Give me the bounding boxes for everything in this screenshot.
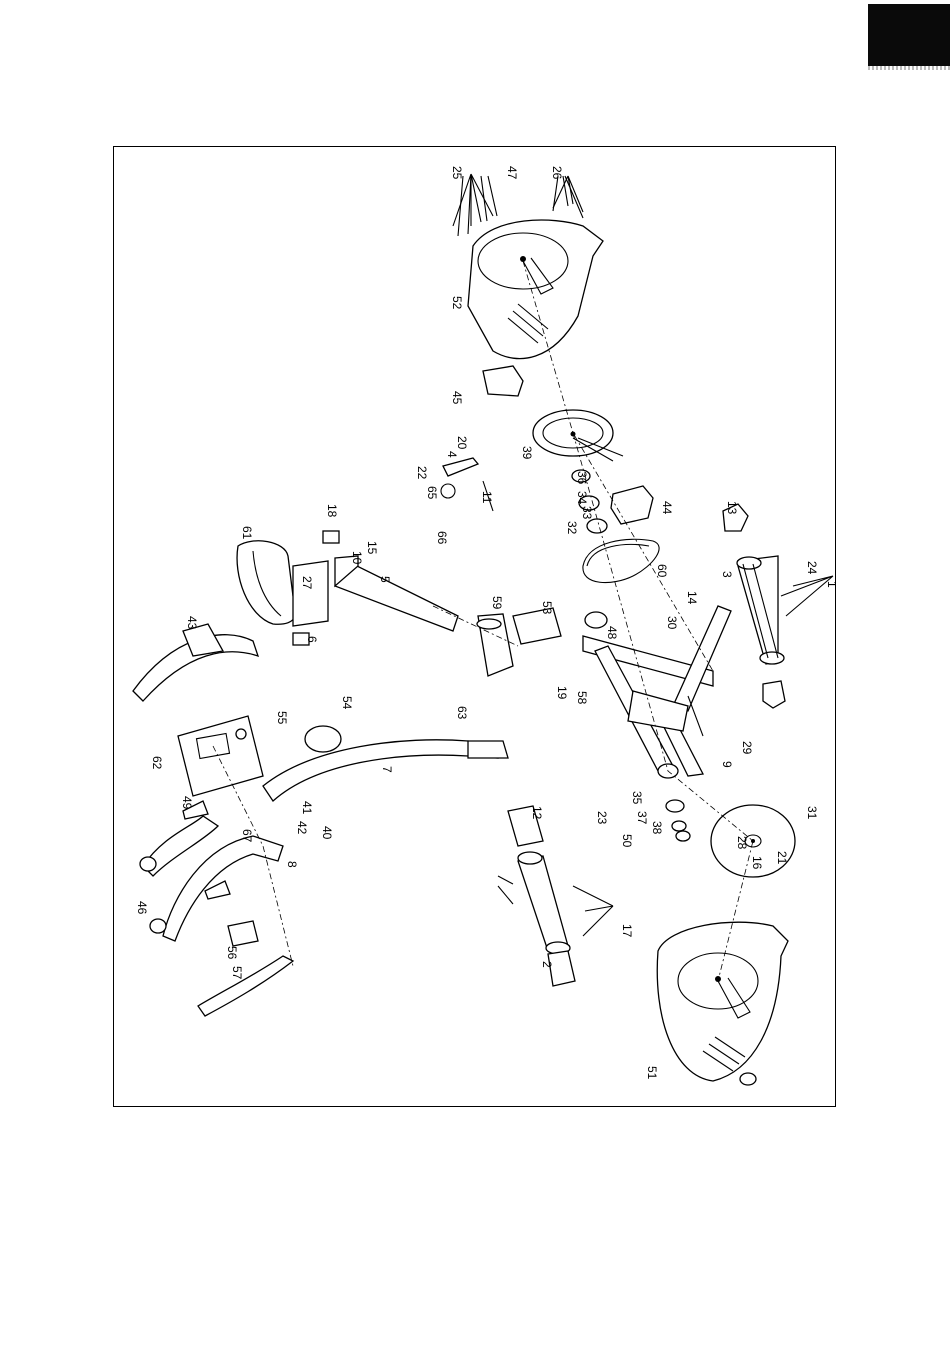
callout-37: 37 [635, 811, 649, 825]
callout-63: 63 [455, 706, 469, 720]
callout-20: 20 [455, 436, 469, 450]
callout-23: 23 [595, 811, 609, 825]
callout-43: 43 [185, 616, 199, 630]
callout-6: 6 [305, 636, 319, 643]
front-stabilizer [737, 556, 784, 664]
callout-21: 21 [775, 851, 789, 865]
washer-37 [672, 821, 686, 831]
callout-58: 58 [575, 691, 589, 705]
callout-48: 48 [605, 626, 619, 640]
seat-post [335, 556, 458, 631]
washer-38 [676, 831, 690, 841]
callout-38: 38 [650, 821, 664, 835]
seat-slider [293, 561, 328, 626]
end-cap-bottom [763, 681, 785, 708]
callout-2: 2 [540, 961, 554, 968]
callout-56: 56 [225, 946, 239, 960]
end-cap-46-a [140, 857, 156, 871]
callout-52: 52 [450, 296, 464, 310]
callout-54: 54 [340, 696, 354, 710]
callout-33: 33 [580, 506, 594, 520]
section-tab [868, 4, 950, 68]
callout-53: 53 [540, 601, 554, 615]
callout-27: 27 [300, 576, 314, 590]
callout-28: 28 [735, 836, 749, 850]
callout-50: 50 [620, 834, 634, 848]
end-cap-12-bottom [548, 951, 575, 986]
callout-26: 26 [550, 166, 564, 180]
callout-5: 5 [378, 576, 392, 583]
callout-10: 10 [350, 551, 364, 565]
callout-60: 60 [655, 564, 669, 578]
callout-46: 46 [135, 901, 149, 915]
lower-handlebar [198, 956, 293, 1016]
exploded-parts-diagram: 1234567891011121314151617181920212223242… [113, 146, 836, 1107]
callout-36: 36 [575, 471, 589, 485]
callout-12: 12 [530, 806, 544, 820]
callout-11: 11 [480, 491, 494, 504]
callout-67: 67 [240, 829, 254, 843]
callout-3: 3 [720, 571, 734, 578]
callout-39: 39 [520, 446, 534, 460]
callout-62: 62 [150, 756, 164, 770]
callout-18: 18 [325, 504, 339, 518]
callout-17: 17 [620, 924, 634, 938]
callout-15: 15 [365, 541, 379, 555]
callout-40: 40 [320, 826, 334, 840]
callout-66: 66 [435, 531, 449, 545]
seat [237, 541, 297, 624]
callout-4: 4 [445, 451, 459, 458]
computer [178, 716, 263, 796]
callout-14: 14 [685, 591, 699, 605]
callout-9: 9 [720, 761, 734, 768]
callout-49: 49 [180, 796, 194, 810]
callout-47: 47 [505, 166, 519, 180]
callout-19: 19 [555, 686, 569, 700]
callout-22: 22 [415, 466, 429, 480]
crank-cover [611, 486, 653, 524]
callout-51: 51 [645, 1066, 659, 1080]
callout-1: 1 [825, 581, 836, 588]
callout-35: 35 [630, 791, 644, 805]
knob [585, 612, 607, 628]
bracket [228, 921, 258, 946]
callout-31: 31 [805, 806, 819, 820]
washer-47 [740, 1073, 756, 1085]
rear-stabilizer [518, 852, 570, 954]
callout-57: 57 [230, 966, 244, 980]
washer-33 [666, 800, 684, 812]
callout-32: 32 [565, 521, 579, 535]
callout-65: 65 [425, 486, 439, 500]
callout-13: 13 [725, 501, 739, 515]
callout-34: 34 [575, 491, 589, 505]
end-cap-46-b [150, 919, 166, 933]
cap-18-top [323, 531, 339, 543]
callout-41: 41 [300, 801, 314, 815]
callout-44: 44 [660, 501, 674, 515]
cable-cover [483, 366, 523, 396]
callout-29: 29 [740, 741, 754, 755]
pulley [533, 410, 623, 461]
callout-45: 45 [450, 391, 464, 405]
callout-59: 59 [490, 596, 504, 610]
callout-55: 55 [275, 711, 289, 725]
callout-42: 42 [295, 821, 309, 835]
callout-24: 24 [805, 561, 819, 575]
callout-16: 16 [750, 856, 764, 870]
section-tab-edge [868, 66, 950, 70]
right-cover [468, 220, 603, 359]
left-cover [657, 922, 788, 1081]
transmitter [305, 726, 341, 752]
callout-8: 8 [285, 861, 299, 868]
callout-25: 25 [450, 166, 464, 180]
callout-61: 61 [240, 526, 254, 540]
callout-7: 7 [380, 766, 394, 773]
callout-30: 30 [665, 616, 679, 630]
